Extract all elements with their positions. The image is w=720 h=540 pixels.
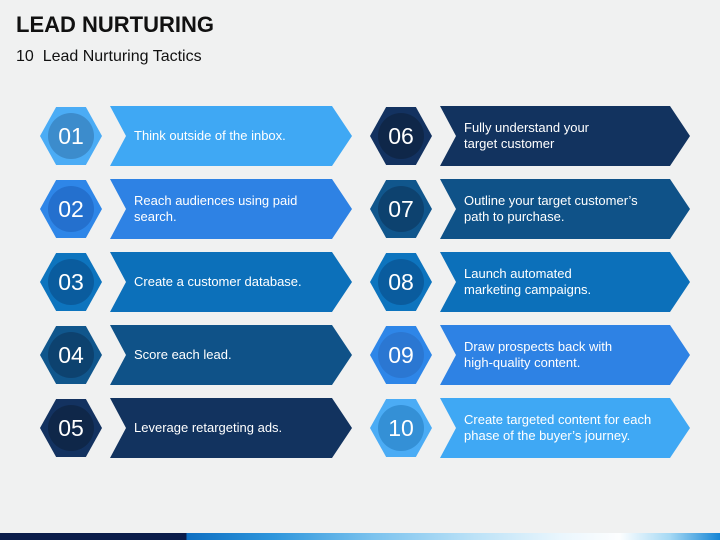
tactic-number-badge: 05 [40,399,102,457]
tactic-text-line: high-quality content. [464,355,581,370]
tactic-item-05: 05 Leverage retargeting ads. [40,398,352,458]
tactic-text: Outline your target customer’s path to p… [440,193,668,225]
tactic-number-circle: 07 [378,186,424,232]
tactic-number: 01 [58,122,84,149]
tactic-text-line: phase of the buyer’s journey. [464,428,631,443]
tactic-banner: Fully understand your target customer [440,106,690,166]
tactic-text-line: Fully understand your [464,120,590,135]
tactic-number: 08 [388,268,414,295]
tactic-number-circle: 08 [378,259,424,305]
tactic-item-04: 04 Score each lead. [40,325,352,385]
tactic-text-line: Outline your target customer’s [464,193,638,208]
tactic-banner: Leverage retargeting ads. [110,398,352,458]
tactic-number-circle: 02 [48,186,94,232]
tactic-text: Leverage retargeting ads. [110,420,312,436]
tactic-text-line: target customer [464,136,555,151]
tactic-banner: Create targeted content for each phase o… [440,398,690,458]
tactic-number-badge: 10 [370,399,432,457]
tactic-banner: Outline your target customer’s path to p… [440,179,690,239]
tactic-item-02: 02 Reach audiences using paid search. [40,179,352,239]
tactic-number: 05 [58,414,84,441]
tactic-number-badge: 06 [370,107,432,165]
footer-gradient-bar [0,533,720,540]
tactic-text-line: Create targeted content for each [464,412,652,427]
tactic-number: 02 [58,195,84,222]
tactic-number: 06 [388,122,414,149]
tactic-text-line: Score each lead. [134,347,232,362]
tactic-banner: Create a customer database. [110,252,352,312]
page-title: LEAD NURTURING [16,12,214,37]
tactics-column-right: 06 Fully understand your target customer… [370,106,690,458]
tactic-banner: Score each lead. [110,325,352,385]
tactic-banner: Launch automated marketing campaigns. [440,252,690,312]
tactic-number-badge: 04 [40,326,102,384]
tactic-text: Create targeted content for each phase o… [440,412,681,444]
tactic-number-circle: 09 [378,332,424,378]
tactic-item-03: 03 Create a customer database. [40,252,352,312]
tactic-text: Launch automated marketing campaigns. [440,266,621,298]
tactic-number-circle: 05 [48,405,94,451]
tactic-number: 09 [388,341,414,368]
tactic-banner: Reach audiences using paid search. [110,179,352,239]
tactic-text: Create a customer database. [110,274,332,290]
tactic-number: 10 [388,414,414,441]
tactic-text: Draw prospects back with high-quality co… [440,339,642,371]
tactic-text-line: Create a customer database. [134,274,302,289]
tactic-number-circle: 03 [48,259,94,305]
tactics-column-left: 01 Think outside of the inbox. 02 Reach … [40,106,352,458]
tactic-text: Reach audiences using paid search. [110,193,352,225]
tactic-number-circle: 06 [378,113,424,159]
tactic-number-badge: 03 [40,253,102,311]
tactic-number-badge: 01 [40,107,102,165]
tactic-number: 04 [58,341,84,368]
tactic-number-badge: 08 [370,253,432,311]
tactic-banner: Draw prospects back with high-quality co… [440,325,690,385]
tactic-text-line: Think outside of the inbox. [134,128,286,143]
tactic-number: 03 [58,268,84,295]
tactic-text: Fully understand your target customer [440,120,619,152]
tactic-item-06: 06 Fully understand your target customer [370,106,690,166]
tactic-number-circle: 10 [378,405,424,451]
tactic-number-badge: 02 [40,180,102,238]
tactic-number-badge: 07 [370,180,432,238]
tactic-item-07: 07 Outline your target customer’s path t… [370,179,690,239]
tactic-item-10: 10 Create targeted content for each phas… [370,398,690,458]
tactic-number-badge: 09 [370,326,432,384]
tactic-item-01: 01 Think outside of the inbox. [40,106,352,166]
tactic-text-line: Draw prospects back with [464,339,613,354]
tactic-text: Think outside of the inbox. [110,128,316,144]
tactic-text-line: Leverage retargeting ads. [134,420,283,435]
tactic-text-line: Reach audiences using paid search. [134,193,298,224]
tactic-text: Score each lead. [110,347,262,363]
tactic-text-line: marketing campaigns. [464,282,592,297]
tactic-text-line: path to purchase. [464,209,565,224]
tactic-number-circle: 04 [48,332,94,378]
tactic-text-line: Launch automated [464,266,572,281]
tactic-item-09: 09 Draw prospects back with high-quality… [370,325,690,385]
tactic-banner: Think outside of the inbox. [110,106,352,166]
tactic-item-08: 08 Launch automated marketing campaigns. [370,252,690,312]
tactic-number-circle: 01 [48,113,94,159]
tactic-number: 07 [388,195,414,222]
page-subtitle: 10 Lead Nurturing Tactics [16,48,202,65]
